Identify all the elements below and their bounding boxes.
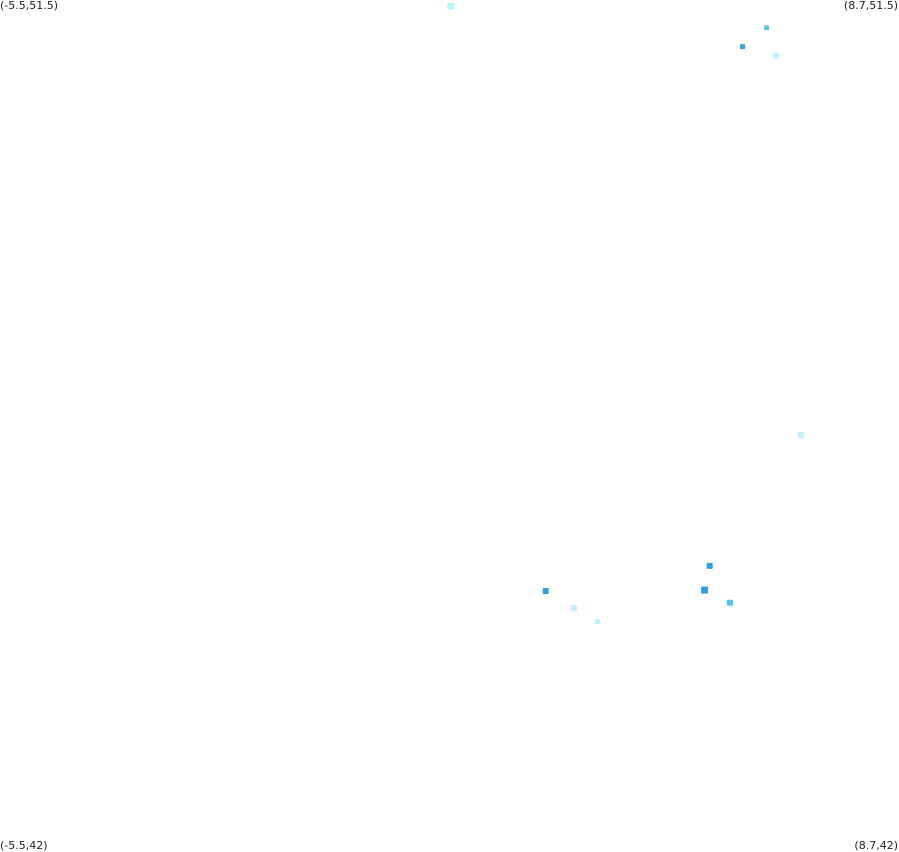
map-point-10[interactable] bbox=[571, 605, 578, 612]
map-point-7[interactable] bbox=[701, 586, 709, 594]
map-point-1[interactable] bbox=[447, 2, 455, 10]
map-point-2[interactable] bbox=[764, 25, 770, 31]
corner-label-bottom-right: (8.7,42) bbox=[854, 839, 898, 852]
map-point-8[interactable] bbox=[727, 599, 733, 606]
map-point-4[interactable] bbox=[773, 52, 780, 59]
map-point-6[interactable] bbox=[706, 562, 713, 569]
corner-label-bottom-left: (-5.5,42) bbox=[0, 839, 48, 852]
map-point-3[interactable] bbox=[740, 44, 746, 50]
map-point-9[interactable] bbox=[542, 588, 549, 594]
corner-label-top-left: (-5.5,51.5) bbox=[0, 0, 59, 12]
corner-label-top-right: (8.7,51.5) bbox=[843, 0, 898, 12]
map-point-5[interactable] bbox=[797, 432, 804, 438]
map-point-11[interactable] bbox=[595, 619, 601, 624]
